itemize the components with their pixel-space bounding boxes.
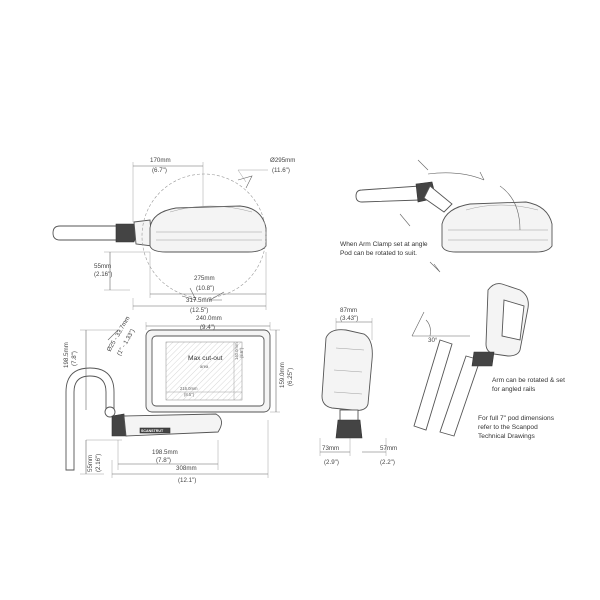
rail-note2-line2: refer to the Scanpod bbox=[478, 424, 538, 431]
dim-55mm-arm-in: (2.16") bbox=[95, 454, 102, 472]
top-view-drawing bbox=[52, 173, 267, 301]
dim-170mm-in: (6.7") bbox=[152, 167, 167, 174]
dim-57mm: 57mm bbox=[380, 445, 397, 452]
side-view-drawing bbox=[319, 318, 387, 456]
dim-1985mm-v: 198.5mm bbox=[63, 342, 70, 368]
clamp-note-line1: When Arm Clamp set at angle bbox=[340, 241, 428, 248]
dim-1985mm-h-in: (7.8") bbox=[156, 457, 171, 464]
clamp-note-line2: Pod can be rotated to suit. bbox=[340, 250, 417, 257]
cutout-label: Max cut-out bbox=[188, 355, 223, 362]
dim-diameter-in: (11.6") bbox=[272, 167, 290, 174]
dim-275mm: 275mm bbox=[194, 275, 215, 282]
arm-brand-label: SCANSTRUT bbox=[141, 429, 164, 433]
cutout-h: 140.0mm bbox=[234, 342, 239, 360]
dim-3175mm: 317.5mm bbox=[186, 297, 212, 304]
dim-30deg: 30° bbox=[428, 337, 438, 344]
dim-87mm: 87mm bbox=[340, 307, 357, 314]
rail-note2-line3: Technical Drawings bbox=[478, 433, 536, 440]
dim-159mm-in: (6.25") bbox=[287, 368, 294, 386]
angled-clamp-drawing bbox=[355, 159, 553, 273]
dim-159mm: 159.0mm bbox=[279, 362, 286, 388]
cutout-w-in: (8.5") bbox=[184, 392, 195, 397]
dim-diameter: Ø295mm bbox=[270, 157, 295, 164]
dim-73mm-in: (2.9") bbox=[324, 459, 339, 466]
dim-170mm: 170mm bbox=[150, 157, 171, 164]
dim-73mm: 73mm bbox=[322, 445, 339, 452]
rail-note1-line1: Arm can be rotated & set bbox=[492, 377, 565, 384]
rail-note2-line1: For full 7" pod dimensions bbox=[478, 415, 555, 422]
rail-note1-line2: for angled rails bbox=[492, 386, 536, 393]
cutout-w: 216.0mm bbox=[180, 386, 198, 391]
dim-308mm: 308mm bbox=[176, 465, 197, 472]
cutout-h-in: (5.5") bbox=[239, 347, 244, 358]
front-view-drawing bbox=[145, 322, 280, 413]
dim-55mm-arm: 55mm bbox=[87, 455, 94, 472]
dim-1985mm-v-in: (7.8") bbox=[71, 351, 78, 366]
angled-rail-drawing bbox=[411, 283, 529, 437]
top-view-dimensions bbox=[104, 162, 268, 310]
dim-87mm-in: (3.43") bbox=[340, 315, 358, 322]
dim-3175mm-in: (12.5") bbox=[190, 307, 208, 314]
dim-57mm-in: (2.2") bbox=[380, 459, 395, 466]
dim-55mm-top-in: (2.16") bbox=[94, 271, 112, 278]
arm-dimensions bbox=[80, 329, 269, 478]
dim-275mm-in: (10.8") bbox=[196, 285, 214, 292]
dim-240mm-in: (9.4") bbox=[200, 324, 215, 331]
dim-55mm-top: 55mm bbox=[94, 263, 111, 270]
arm-side-drawing bbox=[65, 367, 222, 471]
dim-240mm: 240.0mm bbox=[196, 315, 222, 322]
cutout-sub: area bbox=[200, 364, 209, 369]
dim-1985mm-h: 198.5mm bbox=[152, 449, 178, 456]
dim-308mm-in: (12.1") bbox=[178, 477, 196, 484]
